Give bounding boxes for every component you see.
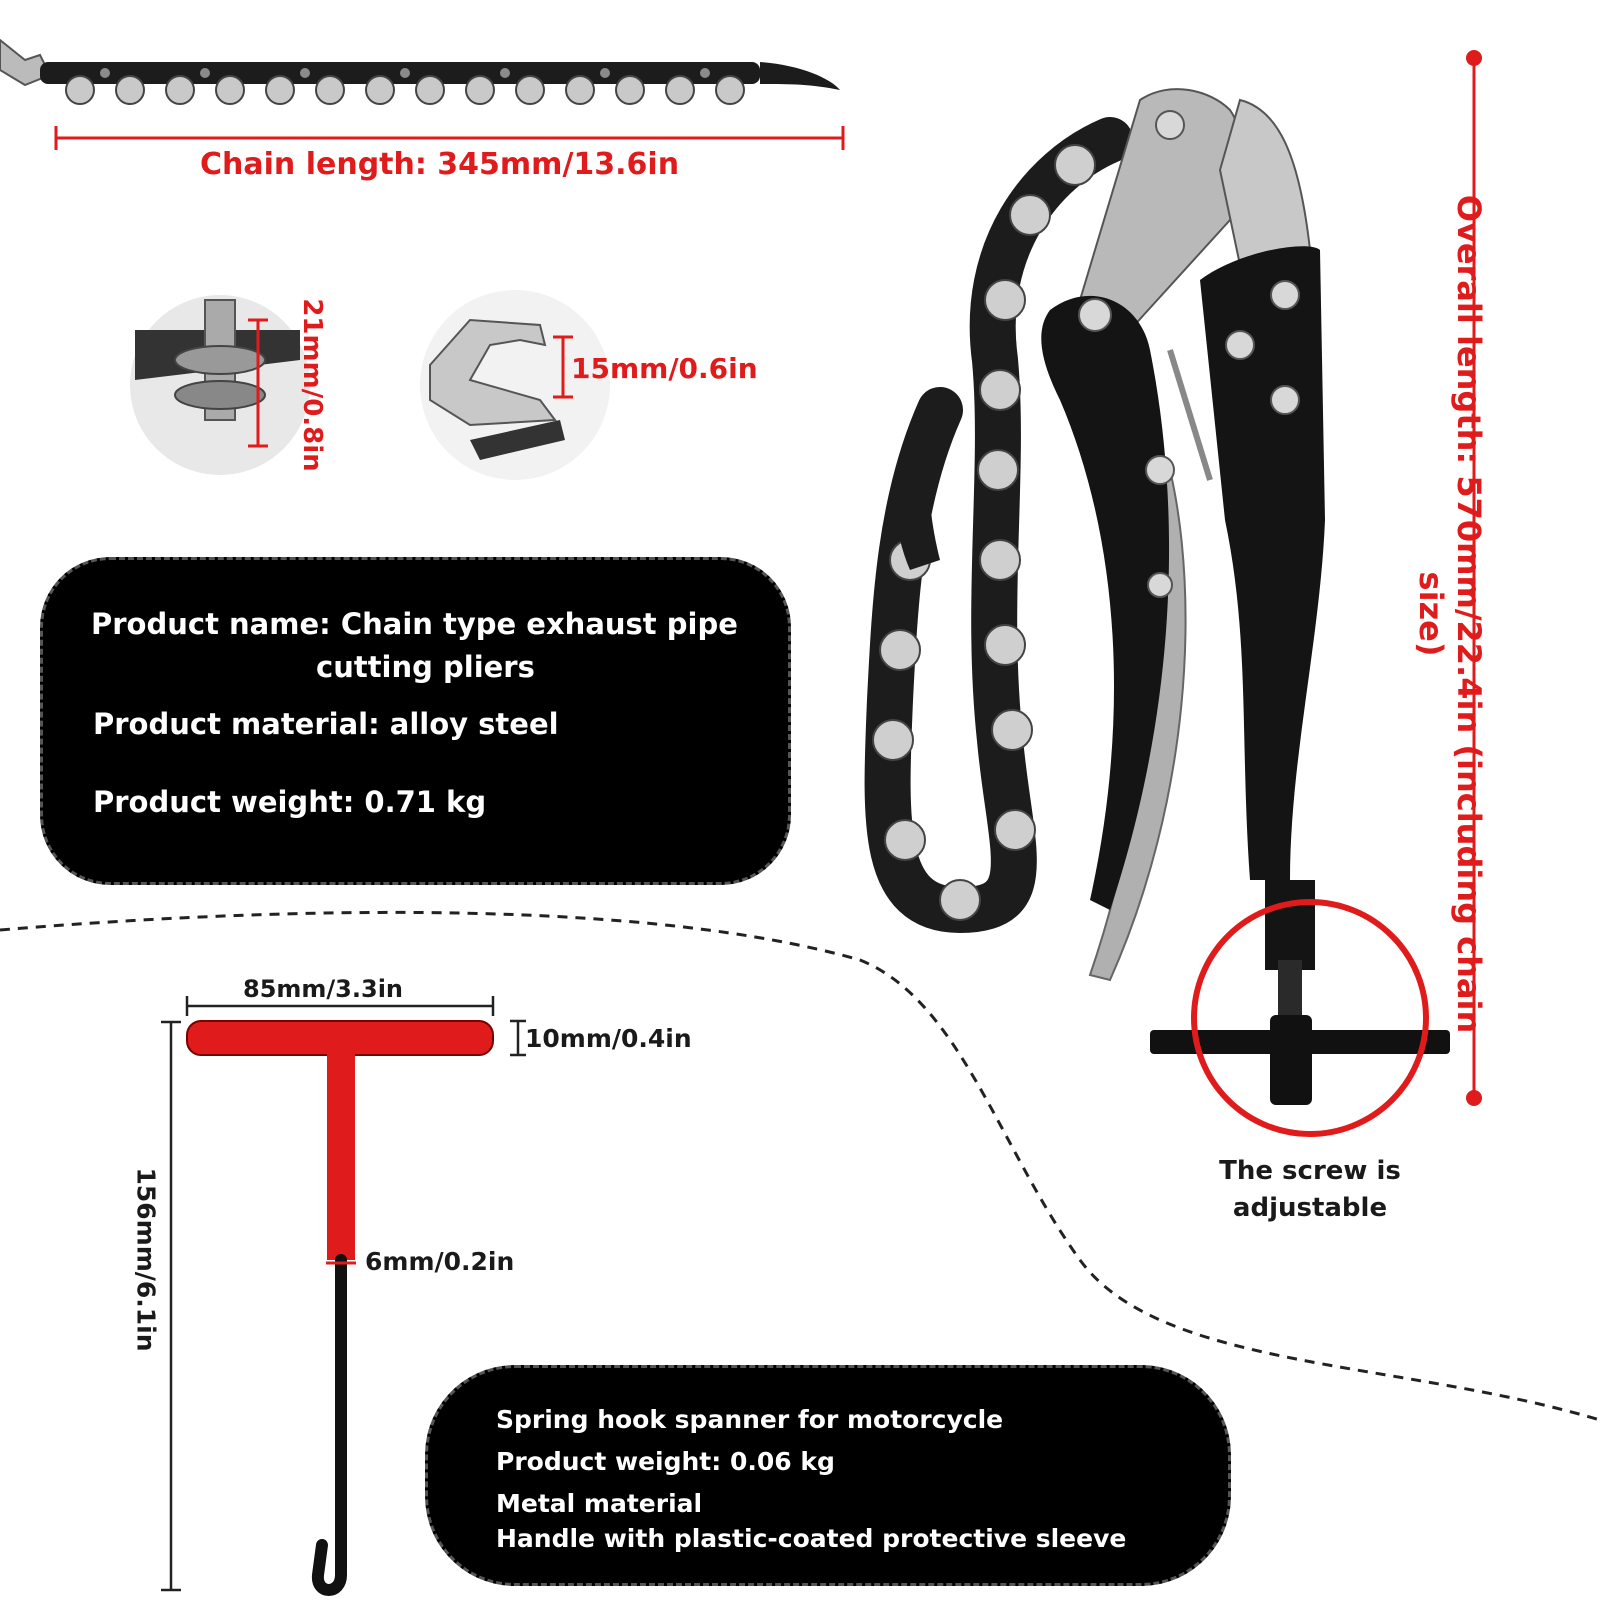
- screw-highlight-circle: [1191, 899, 1429, 1137]
- hook-info-panel: Spring hook spanner for motorcycle Produ…: [425, 1365, 1231, 1586]
- pliers-product-weight: Product weight: 0.71 kg: [93, 785, 487, 819]
- pliers-product-name-line1: Product name: Chain type exhaust pipe: [91, 607, 738, 641]
- overall-length-label: Overall length: 570mm/22.4in (including …: [1412, 194, 1488, 1034]
- shaft-diameter-label: 6mm/0.2in: [365, 1247, 515, 1276]
- chain-length-dimension: [54, 126, 845, 150]
- chain-length-label: Chain length: 345mm/13.6in: [200, 147, 680, 182]
- screw-note: The screw is adjustable: [1200, 1153, 1420, 1227]
- hook-info-line2: Product weight: 0.06 kg: [496, 1447, 835, 1476]
- straight-chain: [0, 38, 840, 105]
- t-hook-dimensions: [161, 996, 526, 1592]
- hook-info-line1: Spring hook spanner for motorcycle: [496, 1405, 1004, 1434]
- overall-length-dimension: [1466, 50, 1482, 1106]
- pliers-product-name-line2: cutting pliers: [316, 650, 535, 684]
- pliers-info-panel: Product name: Chain type exhaust pipe cu…: [40, 557, 791, 885]
- hook-dimension-label: 15mm/0.6in: [571, 352, 758, 385]
- hook-info-line4: Handle with plastic-coated protective sl…: [496, 1524, 1127, 1553]
- pin-dimension-label: 21mm/0.8in: [297, 298, 327, 472]
- total-height-label: 156mm/6.1in: [131, 1167, 161, 1352]
- screw-note-line2: adjustable: [1232, 1193, 1388, 1223]
- handle-thickness-label: 10mm/0.4in: [525, 1024, 692, 1053]
- pliers-product-material: Product material: alloy steel: [93, 707, 559, 741]
- hook-detail: [420, 290, 610, 480]
- handle-width-label: 85mm/3.3in: [243, 975, 404, 1003]
- hook-info-line3: Metal material: [496, 1489, 703, 1518]
- chain-pliers: [864, 88, 1450, 1105]
- t-hook-tool: [186, 1020, 494, 1596]
- pin-detail: [130, 295, 310, 475]
- section-divider: [0, 910, 1600, 1422]
- screw-note-line1: The screw is: [1219, 1156, 1401, 1186]
